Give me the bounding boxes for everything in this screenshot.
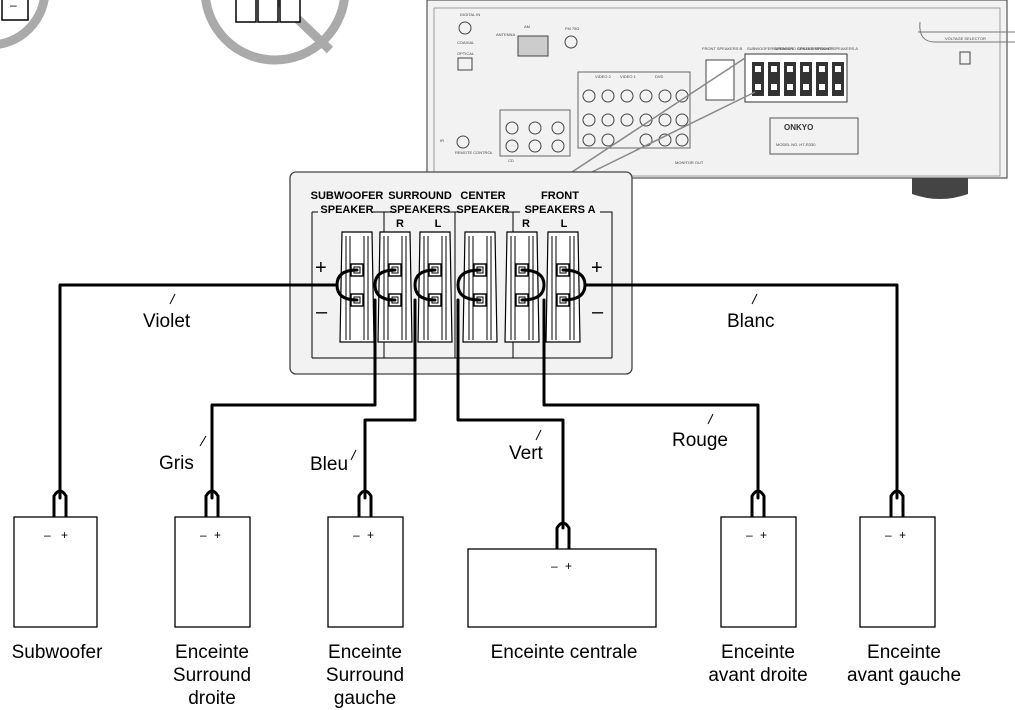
svg-text:–: – bbox=[551, 559, 558, 573]
svg-text:+: + bbox=[214, 528, 221, 542]
svg-text:VOLTAGE SELECTOR: VOLTAGE SELECTOR bbox=[945, 36, 986, 41]
zoom-callout-lines bbox=[571, 57, 756, 173]
cable-violet bbox=[58, 268, 359, 500]
wire-label-rouge: Rouge bbox=[672, 430, 728, 451]
group-front-line1: FRONT bbox=[541, 190, 579, 202]
speaker-cables bbox=[58, 268, 899, 530]
caption-surround-right-3: droite bbox=[188, 688, 236, 709]
channel-front-l: L bbox=[561, 218, 568, 230]
svg-text:DVD: DVD bbox=[655, 74, 664, 79]
caption-surround-right-1: Enceinte bbox=[175, 642, 249, 663]
cable-gris bbox=[210, 268, 397, 500]
svg-text:FM 75Ω: FM 75Ω bbox=[565, 26, 579, 31]
wire-label-vert: Vert bbox=[509, 443, 544, 464]
caption-surround-right-2: Surround bbox=[173, 665, 251, 686]
svg-text:–: – bbox=[353, 528, 360, 542]
cable-vert bbox=[456, 268, 565, 530]
plug-loops bbox=[52, 489, 905, 552]
group-surround-line2: SPEAKERS bbox=[390, 204, 451, 216]
minus-right: – bbox=[592, 301, 604, 323]
rca-jacks bbox=[499, 71, 691, 157]
svg-text:VIDEO 2: VIDEO 2 bbox=[595, 74, 612, 79]
antenna-label: ANTENNA bbox=[496, 32, 515, 37]
minus-left: – bbox=[316, 301, 328, 323]
channel-front-r: R bbox=[522, 218, 530, 230]
onkyo-logo: ONKYO bbox=[784, 123, 813, 132]
svg-text:+: + bbox=[899, 528, 906, 542]
caption-front-right-1: Enceinte bbox=[721, 642, 795, 663]
cable-bleu bbox=[363, 268, 437, 500]
channel-surround-l: L bbox=[435, 218, 442, 230]
digital-in-label: DIGITAL IN bbox=[460, 12, 480, 17]
speaker-subwoofer: – + bbox=[13, 516, 98, 628]
plus-left: + bbox=[315, 257, 327, 279]
svg-text:AM: AM bbox=[524, 24, 530, 29]
svg-text:REMOTE CONTROL: REMOTE CONTROL bbox=[455, 150, 494, 155]
svg-text:FRONT SPEAKERS A: FRONT SPEAKERS A bbox=[818, 46, 858, 51]
group-front-line2: SPEAKERS A bbox=[524, 204, 595, 216]
svg-text:–: – bbox=[746, 528, 753, 542]
group-subwoofer-line2: SPEAKER bbox=[320, 204, 373, 216]
wire-label-bleu: Bleu bbox=[310, 454, 348, 475]
wire-label-blanc: Blanc bbox=[727, 311, 775, 332]
wire-label-violet: Violet bbox=[143, 311, 191, 332]
wire-label-gris: Gris bbox=[159, 453, 194, 474]
svg-text:+: + bbox=[565, 559, 572, 573]
receiver-rear-panel: DIGITAL IN COAXIAL OPTICAL IR REMOTE CON… bbox=[426, 0, 1015, 199]
caption-subwoofer: Subwoofer bbox=[12, 642, 104, 663]
svg-text:FRONT SPEAKERS B: FRONT SPEAKERS B bbox=[702, 46, 742, 51]
svg-text:+: + bbox=[61, 528, 68, 542]
svg-text:MONITOR OUT: MONITOR OUT bbox=[675, 160, 704, 165]
svg-text:–: – bbox=[885, 528, 892, 542]
group-center-line1: CENTER bbox=[460, 190, 505, 202]
caption-surround-left-3: gauche bbox=[334, 688, 396, 709]
caption-surround-left-2: Surround bbox=[326, 665, 404, 686]
prohibition-sign-right-icon bbox=[201, 0, 349, 65]
group-surround-line1: SURROUND bbox=[388, 190, 452, 202]
cable-blanc bbox=[561, 268, 899, 500]
prohibition-sign-left-icon: – bbox=[0, 0, 49, 49]
svg-text:OPTICAL: OPTICAL bbox=[457, 51, 475, 56]
svg-text:SUBWOOFER SPEAKER: SUBWOOFER SPEAKER bbox=[747, 46, 793, 51]
terminal-posts bbox=[339, 231, 581, 343]
mini-speaker-terminals: SUBWOOFER SPEAKER SURROUND SPEAKERS CENT… bbox=[744, 46, 858, 103]
svg-text:–: – bbox=[44, 528, 51, 542]
caption-front-left-2: avant gauche bbox=[847, 665, 961, 686]
svg-text:+: + bbox=[367, 528, 374, 542]
svg-text:IR: IR bbox=[440, 138, 444, 143]
group-center-line2: SPEAKER bbox=[456, 204, 509, 216]
speaker-front-right: – + bbox=[720, 516, 797, 628]
svg-text:CD: CD bbox=[508, 158, 514, 163]
caption-surround-left-1: Enceinte bbox=[328, 642, 402, 663]
speaker-front-left: – + bbox=[859, 516, 936, 628]
channel-surround-r: R bbox=[396, 218, 404, 230]
speaker-surround-right: – + bbox=[174, 516, 251, 628]
speaker-surround-left: – + bbox=[327, 516, 404, 628]
svg-text:–: – bbox=[200, 528, 207, 542]
caption-center: Enceinte centrale bbox=[491, 642, 638, 663]
cable-rouge bbox=[520, 268, 760, 500]
svg-text:COAXIAL: COAXIAL bbox=[457, 40, 475, 45]
speaker-center: – + bbox=[467, 548, 657, 628]
svg-text:+: + bbox=[760, 528, 767, 542]
caption-front-left-1: Enceinte bbox=[867, 642, 941, 663]
wire-labels bbox=[169, 293, 758, 461]
svg-text:CENTER SPEAKER: CENTER SPEAKER bbox=[797, 46, 834, 51]
svg-text:VIDEO 1: VIDEO 1 bbox=[620, 74, 637, 79]
caption-front-right-2: avant droite bbox=[708, 665, 807, 686]
svg-text:–: – bbox=[10, 0, 17, 12]
svg-text:MODEL NO. HT-R330: MODEL NO. HT-R330 bbox=[776, 142, 816, 147]
plus-right: + bbox=[591, 257, 603, 279]
group-subwoofer-line1: SUBWOOFER bbox=[311, 190, 384, 202]
svg-text:SURROUND SPEAKERS: SURROUND SPEAKERS bbox=[773, 46, 819, 51]
